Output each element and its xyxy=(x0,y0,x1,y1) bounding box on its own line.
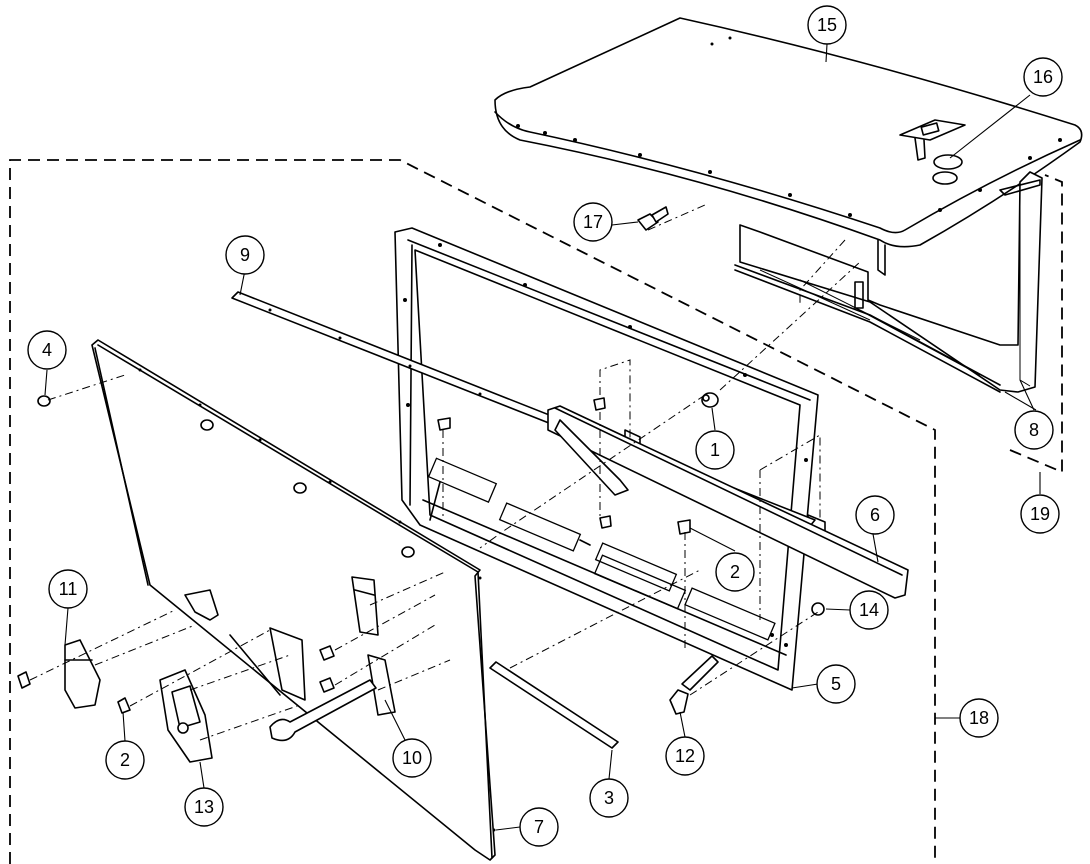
callout-15-label: 15 xyxy=(817,15,837,35)
screw-part-17 xyxy=(637,206,669,231)
nut-part-14 xyxy=(811,602,825,616)
callout-12-label: 12 xyxy=(675,746,695,766)
callout-2a: 2 xyxy=(715,552,755,592)
callout-leader-lines xyxy=(44,43,1041,831)
callout-9: 9 xyxy=(225,235,265,275)
callout-2a-label: 2 xyxy=(730,562,740,582)
cap-part-4 xyxy=(37,395,51,407)
pins-part-2 xyxy=(437,397,691,535)
callout-16: 16 xyxy=(1023,57,1063,97)
callout-9-label: 9 xyxy=(240,245,250,265)
callout-6-label: 6 xyxy=(870,505,880,525)
callout-8-label: 8 xyxy=(1029,420,1039,440)
callout-11-label: 11 xyxy=(59,579,78,599)
front-panel-part-7 xyxy=(91,339,496,861)
callout-4: 4 xyxy=(27,330,67,370)
callout-10-label: 10 xyxy=(402,748,422,768)
latch-part-13 xyxy=(117,669,213,763)
callout-1-label: 1 xyxy=(710,440,720,460)
assembly-boundary-18 xyxy=(9,159,936,864)
top-cover-part-15 xyxy=(494,17,1083,393)
callout-2b-label: 2 xyxy=(120,750,130,770)
callout-13: 13 xyxy=(184,787,224,827)
callout-14-label: 14 xyxy=(859,600,879,620)
callout-1: 1 xyxy=(695,430,735,470)
callout-17: 17 xyxy=(573,202,613,242)
callout-15: 15 xyxy=(807,5,847,45)
callout-3: 3 xyxy=(589,778,629,818)
callout-14: 14 xyxy=(849,590,889,630)
callout-4-label: 4 xyxy=(42,340,52,360)
callout-10: 10 xyxy=(392,738,432,778)
angle-bar-part-6 xyxy=(547,405,909,599)
callout-17-label: 17 xyxy=(583,212,603,232)
cover-rivets xyxy=(516,36,1062,217)
callout-19-label: 19 xyxy=(1030,504,1050,524)
callout-13-label: 13 xyxy=(194,797,214,817)
callout-2b: 2 xyxy=(105,740,145,780)
callout-16-label: 16 xyxy=(1033,67,1053,87)
callout-5: 5 xyxy=(816,664,856,704)
handle-part-10 xyxy=(269,576,396,742)
callout-7: 7 xyxy=(519,807,559,847)
assembly-leader-lines xyxy=(29,204,861,741)
fitting-part-12 xyxy=(669,655,719,715)
callout-7-label: 7 xyxy=(534,817,544,837)
callout-18: 18 xyxy=(959,698,999,738)
callout-18-label: 18 xyxy=(969,708,989,728)
rod-part-3 xyxy=(489,661,619,749)
callout-19: 19 xyxy=(1020,494,1060,534)
callout-3-label: 3 xyxy=(604,788,614,808)
callout-8: 8 xyxy=(1014,410,1054,450)
assembly-boundary-19 xyxy=(1009,174,1063,474)
bushing-part-1 xyxy=(701,392,719,408)
callout-5-label: 5 xyxy=(831,674,841,694)
latch-housing-part-11 xyxy=(17,639,101,709)
callout-6: 6 xyxy=(855,495,895,535)
callout-11: 11 xyxy=(48,569,88,609)
callout-12: 12 xyxy=(665,736,705,776)
